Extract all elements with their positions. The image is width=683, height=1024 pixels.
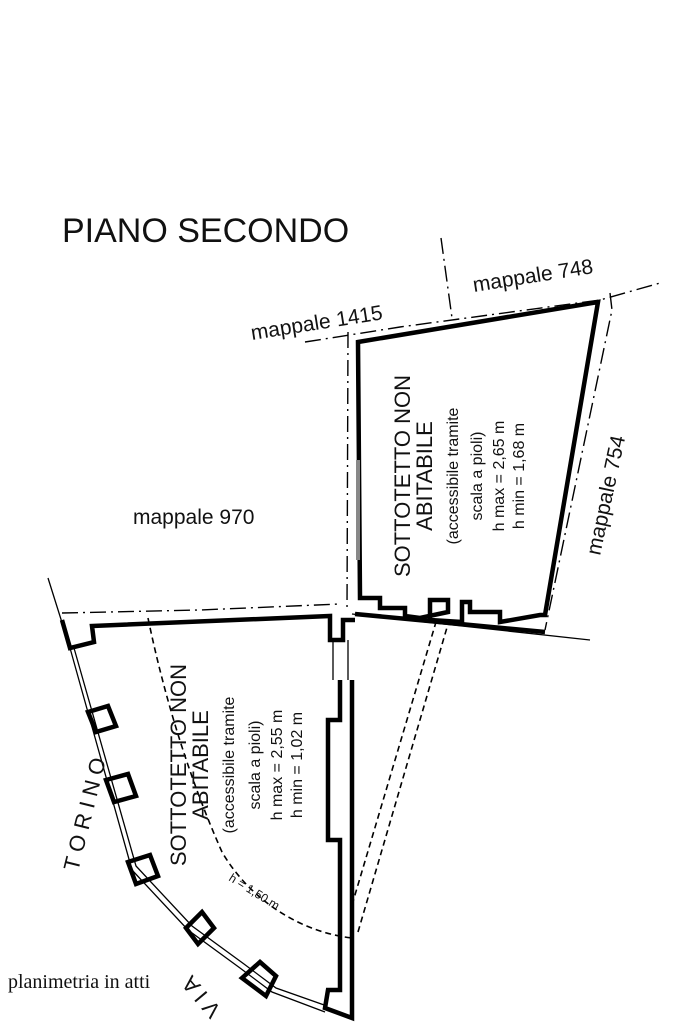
parcel-label-970: mappale 970 [133,506,254,529]
facade-inner [73,647,328,1007]
boundary-top [304,282,661,343]
upper-room-name-line1: SOTTOTETTO NON [390,375,415,577]
street-name-via: V I A [177,971,226,1023]
pillar [84,703,120,735]
upper-room-name-line2: ABITABILE [412,421,437,531]
pillar [183,908,217,948]
footer-note: planimetria in atti [8,971,151,993]
parcel-label-1415: mappale 1415 [249,301,384,345]
roof-line-2 [357,623,449,933]
facade-pillars [84,703,279,1000]
parcel-label-754: mappale 754 [582,433,630,557]
lower-room-h-max: h max = 2,55 m [269,710,286,821]
upper-room-h-max: h max = 2,65 m [491,421,508,532]
height-contour-label: h = 1,50 m [226,871,282,913]
pillar [238,959,279,1000]
pillar [125,852,161,887]
upper-attic-room [351,299,601,641]
roof-line-1 [351,621,437,906]
upper-room-access-line1: (accessibile tramite [445,407,462,544]
upper-room-h-min: h min = 1,68 m [511,423,528,529]
lower-room-access-line1: (accessibile tramite [221,696,238,833]
pillar [103,771,139,805]
boundary-970 [61,603,341,614]
height-contour-line [147,617,353,939]
lower-room-east-wall [322,680,355,1022]
upper-south-wall [354,611,546,635]
parcel-boundaries [61,237,661,631]
parcel-label-748: mappale 748 [471,255,595,297]
lower-room-name-line1: SOTTOTETTO NON [166,664,191,866]
upper-room-labels: SOTTOTETTO NON ABITABILE (accessibile tr… [390,375,528,577]
lower-room-h-min: h min = 1,02 m [289,712,306,818]
plan-title: PIANO SECONDO [62,212,349,250]
lower-room-name-line2: ABITABILE [188,710,213,820]
street-name-torino: T O R I N O [59,755,111,873]
upper-room-access-line2: scala a pioli) [469,432,486,521]
lower-room-access-line2: scala a pioli) [247,721,264,810]
lower-attic-room [47,577,449,1022]
lower-room-labels: SOTTOTETTO NON ABITABILE (accessibile tr… [166,664,306,866]
lower-room-north-wall [59,613,355,651]
boundary-1415-748 [440,237,453,319]
boundary-right [544,292,613,631]
lower-room-gap-lines [332,640,349,680]
boundary-upper-left [346,331,349,613]
